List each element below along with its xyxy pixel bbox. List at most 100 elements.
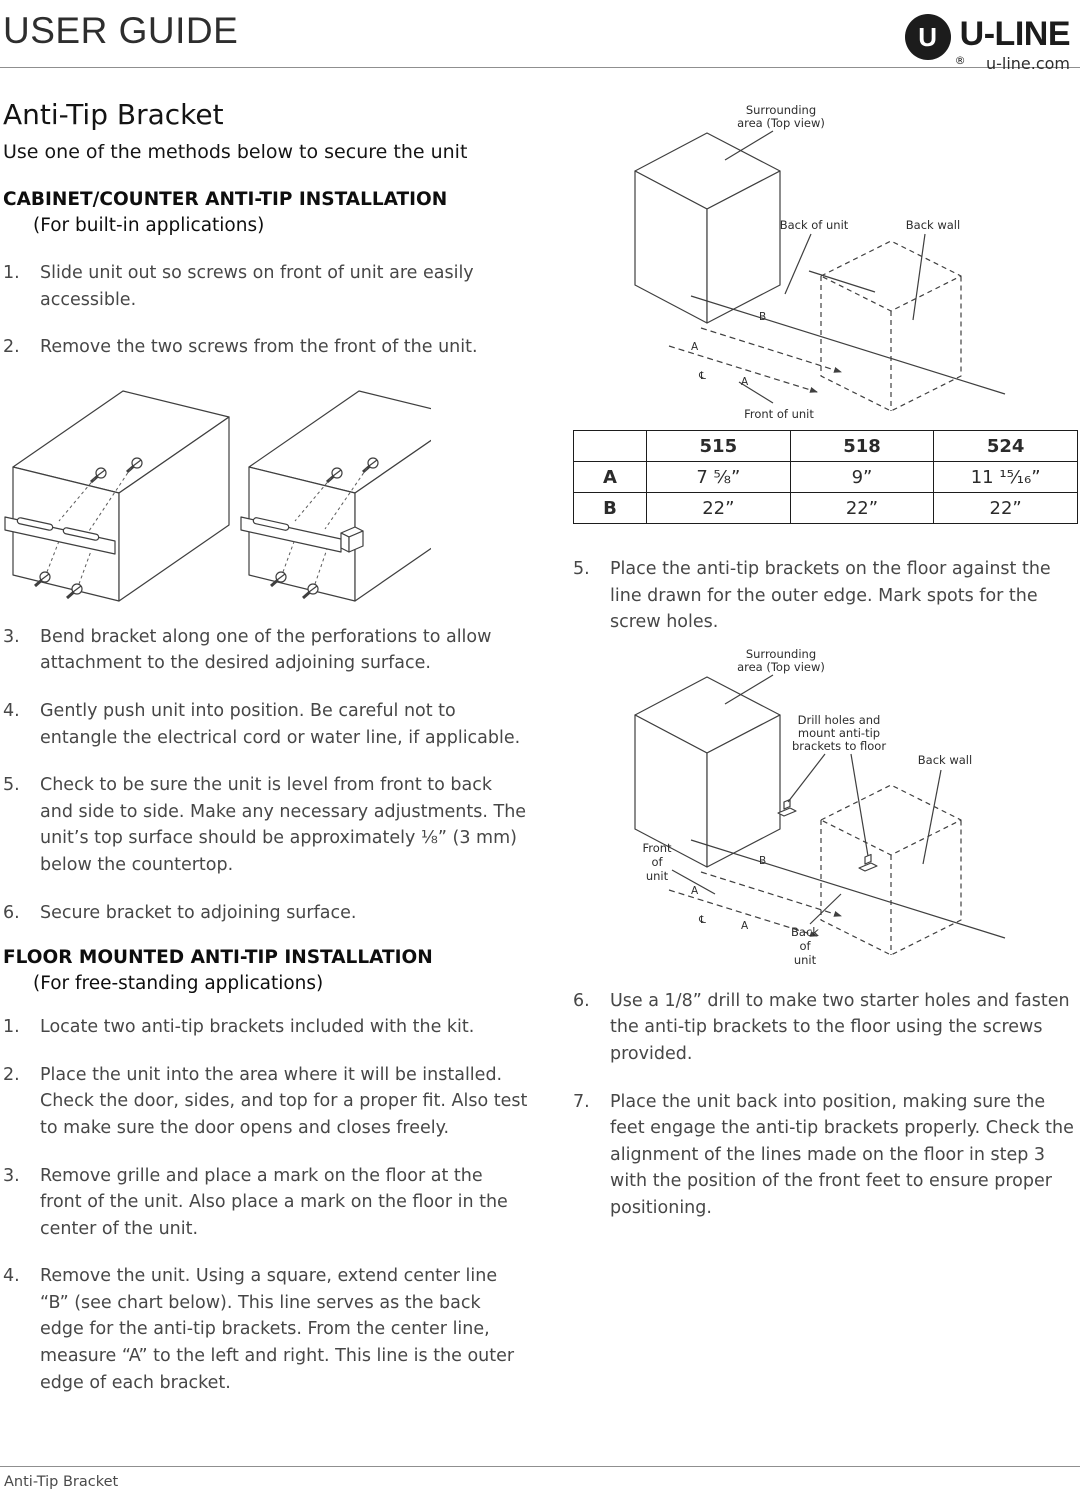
logo-text-block: U-LINE u-line.com <box>959 14 1071 73</box>
page-footer: Anti-Tip Bracket <box>0 1466 1080 1497</box>
row-label: A <box>573 461 647 493</box>
cabinet-step-4: 4. Gently push unit into position. Be ca… <box>3 700 521 748</box>
svg-text:of: of <box>799 939 811 953</box>
cabinet-section-heading: CABINET/COUNTER ANTI-TIP INSTALLATION <box>3 189 448 210</box>
leader-lines <box>671 674 942 925</box>
leader-lines <box>724 130 926 404</box>
svg-text:area (Top view): area (Top view) <box>737 660 825 674</box>
wall-line <box>690 839 1006 939</box>
svg-text:of: of <box>651 855 663 869</box>
doc-title: USER GUIDE <box>3 10 239 51</box>
anti-tip-bracket-bent <box>240 516 364 553</box>
dim-a1: A <box>691 341 699 353</box>
right-steps-5: 5. Place the anti-tip brackets on the fl… <box>573 556 1078 636</box>
screw-leader-lines <box>46 467 368 584</box>
dim-a2: A <box>741 376 749 388</box>
table-header-cell: 515 <box>646 430 791 462</box>
table-cell: 9” <box>789 461 935 493</box>
back-of-unit-label: Back of unit <box>780 218 849 232</box>
back-wall-label: Back wall <box>918 753 972 767</box>
svg-text:area (Top view): area (Top view) <box>737 116 825 130</box>
floor-section-subheading: (For free-standing applications) <box>33 973 324 995</box>
floor-section-heading: FLOOR MOUNTED ANTI-TIP INSTALLATION <box>3 947 433 969</box>
table-row: B 22” 22” 22” <box>573 492 1078 524</box>
floor-steps: 1. Locate two anti-tip brackets included… <box>3 1014 531 1396</box>
anti-tip-bracket-flat <box>4 516 116 555</box>
screw-icon <box>66 583 83 599</box>
dimension-lines <box>668 327 842 393</box>
right-steps-6-7: 6. Use a 1/8” drill to make two starter … <box>573 988 1078 1222</box>
diagram-floor-marking: Surrounding area (Top view) Back of unit… <box>634 103 1006 421</box>
uline-logo: U ® U-LINE u-line.com <box>904 12 1071 73</box>
back-wall-dashed-box <box>820 784 962 956</box>
centerline-symbol: ℄ <box>698 370 706 382</box>
cabinet-steps-1-2: 1. Slide unit out so screws on front of … <box>3 260 531 361</box>
table-cell: 22” <box>646 492 791 524</box>
model-dimension-table: 515 518 524 A 7 ⅝” 9” 11 ¹⁵⁄₁₆” B 22” 22… <box>573 430 1078 524</box>
page-header: USER GUIDE U ® U-LINE u-line.com <box>0 0 1080 73</box>
right-unit-box <box>248 390 431 602</box>
surrounding-area-label: Surrounding <box>746 647 816 661</box>
svg-text:unit: unit <box>794 953 817 967</box>
dim-a2: A <box>741 920 749 932</box>
floor-step-5: 5. Place the anti-tip brackets on the fl… <box>573 559 1051 633</box>
right-column: Surrounding area (Top view) Back of unit… <box>573 98 1078 1417</box>
table-cell: 22” <box>789 492 935 524</box>
floor-step-1: 1. Locate two anti-tip brackets included… <box>3 1017 475 1038</box>
table-cell: 11 ¹⁵⁄₁₆” <box>933 461 1078 493</box>
page-subtitle: Use one of the methods below to secure t… <box>3 141 468 163</box>
floor-step-4: 4. Remove the unit. Using a square, exte… <box>3 1266 515 1393</box>
svg-text:mount anti-tip: mount anti-tip <box>798 726 880 740</box>
page-title: Anti-Tip Bracket <box>3 98 224 131</box>
cabinet-step-5: 5. Check to be sure the unit is level fr… <box>3 775 527 875</box>
table-cell: 22” <box>933 492 1078 524</box>
back-wall-dashed-box <box>820 240 962 412</box>
table-row: A 7 ⅝” 9” 11 ¹⁵⁄₁₆” <box>573 461 1078 493</box>
diagram-bracket-mounting-wrap: Surrounding area (Top view) Drill holes … <box>573 642 1078 974</box>
floor-step-2: 2. Place the unit into the area where it… <box>3 1064 528 1138</box>
table-header-row: 515 518 524 <box>573 430 1078 462</box>
dim-a1: A <box>691 885 699 897</box>
anti-tip-bracket-icon <box>777 798 797 817</box>
brand-website: u-line.com <box>985 54 1070 73</box>
table-header-cell-empty <box>573 430 647 462</box>
unit-box <box>634 676 781 868</box>
back-edge-line <box>808 270 876 293</box>
table-header-cell: 524 <box>933 430 1078 462</box>
footer-label: Anti-Tip Bracket <box>4 1474 119 1490</box>
left-column: Anti-Tip Bracket Use one of the methods … <box>3 98 531 1417</box>
cabinet-step-2: 2. Remove the two screws from the front … <box>3 337 478 358</box>
row-label: B <box>573 492 647 524</box>
brand-name: U-LINE <box>959 15 1071 53</box>
svg-text:brackets to floor: brackets to floor <box>792 739 886 753</box>
screw-icon <box>302 583 319 599</box>
front-of-unit-label: Front <box>642 841 672 855</box>
screw-icon <box>34 571 51 587</box>
diagram-bracket-mounting: Surrounding area (Top view) Drill holes … <box>634 647 1006 967</box>
unit-box <box>634 132 781 324</box>
drill-holes-label: Drill holes and <box>798 713 881 727</box>
cabinet-step-3: 3. Bend bracket along one of the perfora… <box>3 626 492 674</box>
left-unit-box <box>12 390 230 602</box>
remove-screws-illustration <box>4 390 431 602</box>
svg-text:unit: unit <box>646 869 669 883</box>
centerline-symbol: ℄ <box>698 914 706 926</box>
screw-icons <box>34 457 379 599</box>
cabinet-step-6: 6. Secure bracket to adjoining surface. <box>3 902 357 923</box>
floor-step-3: 3. Remove grille and place a mark on the… <box>3 1165 508 1239</box>
front-of-unit-label: Front of unit <box>744 407 814 421</box>
cabinet-steps-3-6: 3. Bend bracket along one of the perfora… <box>3 624 531 926</box>
diagram-remove-screws <box>3 371 531 606</box>
cabinet-step-1: 1. Slide unit out so screws on front of … <box>3 263 474 310</box>
registered-trademark: ® <box>954 54 966 67</box>
dim-b: B <box>759 311 766 323</box>
screw-icon <box>270 571 287 587</box>
anti-tip-bracket-icon <box>858 853 878 872</box>
cabinet-section-subheading: (For built-in applications) <box>33 215 265 236</box>
dim-b: B <box>759 855 766 867</box>
table-cell: 7 ⅝” <box>646 461 791 493</box>
dimension-lines <box>668 871 842 937</box>
back-wall-label: Back wall <box>906 218 960 232</box>
uline-logo-mark-icon: U <box>904 14 951 60</box>
wall-line <box>690 295 1006 395</box>
